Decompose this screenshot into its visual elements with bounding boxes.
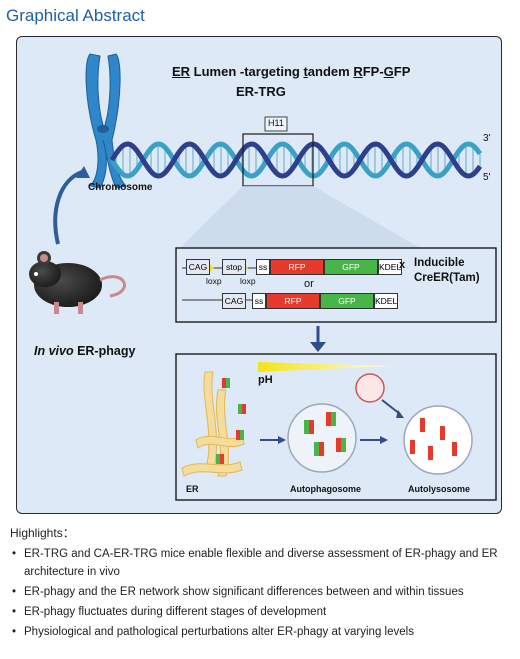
construct-title-line1: ER Lumen -targeting tandem RFP-GFP (172, 64, 410, 79)
dna-strand-dark (109, 141, 483, 179)
in-vivo-text: In vivo (34, 344, 74, 358)
highlights-header: Highlights： (10, 526, 75, 540)
stop-box: stop (222, 259, 246, 275)
gfp-box: GFP (324, 259, 378, 275)
kdel-box-2: KDEL (374, 293, 398, 309)
autolysosome-label: Autolysosome (408, 484, 471, 494)
highlights-section: Highlights： ER-TRG and CA-ER-TRG mice en… (10, 524, 510, 643)
construct-part-er: ER (172, 64, 191, 79)
ph-gradient (258, 362, 392, 372)
cag-box: CAG (186, 259, 210, 275)
construct-part-g: G (383, 64, 394, 79)
highlight-item-2: ER-phagy and the ER network show signifi… (10, 583, 510, 601)
highlights-list: ER-TRG and CA-ER-TRG mice enable flexibl… (10, 545, 510, 641)
construct-part-r: R (353, 64, 363, 79)
reporter-red-autolysosome (410, 418, 457, 460)
highlight-item-3: ER-phagy fluctuates during different sta… (10, 603, 510, 621)
construct-part-andem: andem (307, 64, 354, 79)
cassette-row-2: CAG ss RFP GFP KDEL (222, 293, 398, 309)
highlight-item-1: ER-TRG and CA-ER-TRG mice enable flexibl… (10, 545, 510, 581)
h11-label: H11 (268, 118, 284, 128)
mouse-graphic (29, 251, 126, 314)
highlight-item-4: Physiological and pathological perturbat… (10, 623, 510, 641)
reporter-pairs-er (216, 378, 246, 464)
mouse-to-chromosome-arrow (53, 170, 83, 245)
cag-box-2: CAG (222, 293, 246, 309)
gfp-box-2: GFP (320, 293, 374, 309)
cassette-row-1: CAG stop ss RFP GFP KDEL (186, 259, 402, 275)
autophagosome-label: Autophagosome (290, 484, 361, 494)
or-label: or (304, 278, 314, 290)
inducible-label: Inducible (414, 257, 465, 269)
er-label: ER (186, 484, 199, 494)
zoom-wedge (180, 186, 420, 248)
ss-box: ss (256, 259, 270, 275)
times-label: x (399, 259, 406, 271)
ss-box-2: ss (252, 293, 266, 309)
chromosome-graphic (85, 53, 128, 189)
loxp-right-label: loxp (240, 276, 256, 286)
chromosome-label: Chromosome (88, 182, 153, 193)
creer-label: CreER(Tam) (414, 272, 480, 284)
construct-part-t: t (303, 64, 308, 79)
strand-5-label: 5' (483, 172, 491, 183)
construct-part-fp: FP- (362, 64, 384, 79)
down-arrow (310, 342, 326, 352)
construct-part-lumen: Lumen -targeting (190, 64, 304, 79)
dna-double-helix (109, 141, 483, 179)
lysosome-circle (355, 373, 385, 403)
loxp-left-label: loxp (206, 276, 222, 286)
reporter-pairs-autophagosome (304, 412, 346, 456)
strand-3-label: 3' (483, 133, 491, 144)
h11-label-box (264, 116, 288, 132)
er-graphic (181, 371, 245, 477)
in-vivo-er-phagy-label: In vivo ER-phagy (34, 344, 135, 358)
construct-title-line2: ER-TRG (236, 84, 286, 99)
page-title: Graphical Abstract (6, 6, 145, 25)
construct-part-fp2: FP (393, 64, 411, 79)
ph-label: pH (258, 374, 273, 386)
er-phagy-text: ER-phagy (73, 344, 136, 358)
kdel-box: KDEL (378, 259, 402, 275)
rfp-box: RFP (270, 259, 324, 275)
rfp-box-2: RFP (266, 293, 320, 309)
